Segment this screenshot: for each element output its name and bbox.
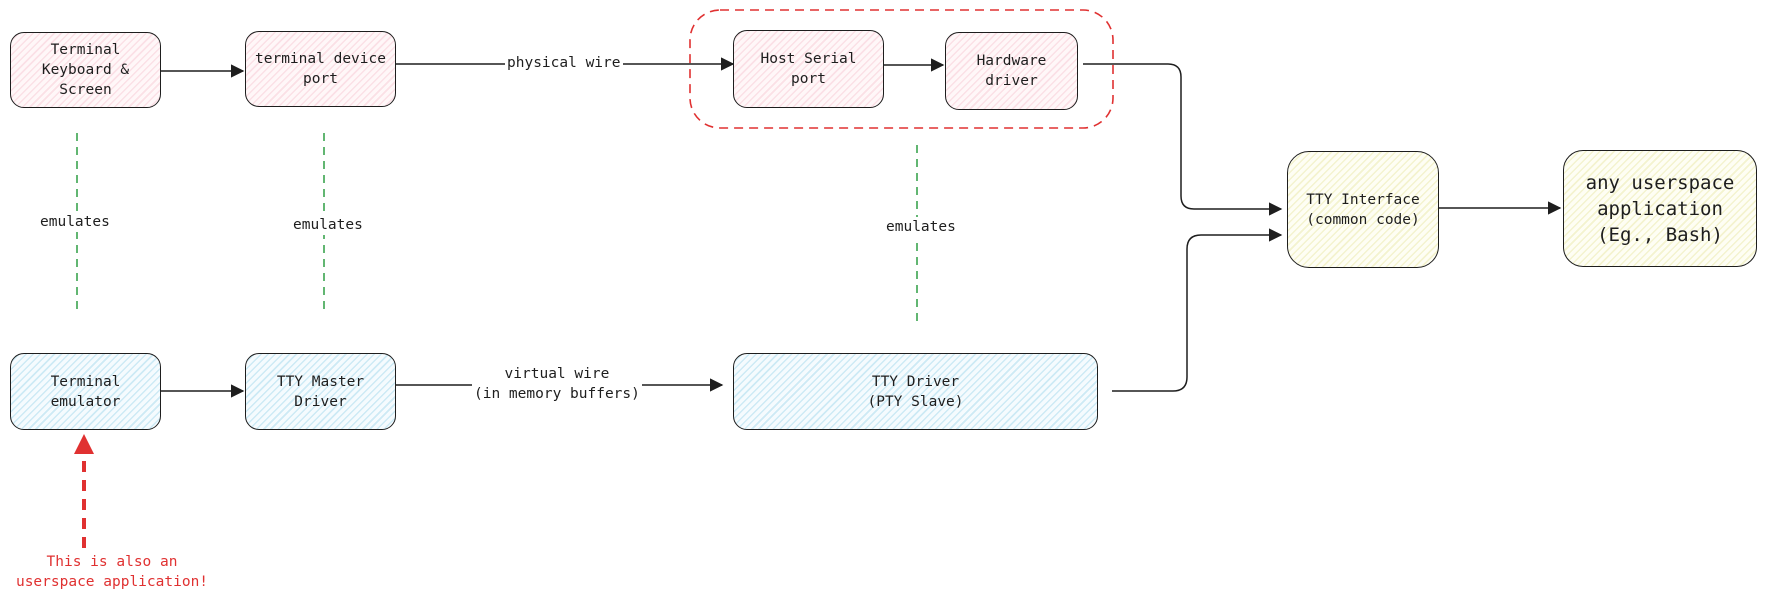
label-emulates-device-port: emulates — [291, 215, 365, 235]
node-hardware-driver: Hardware driver — [945, 32, 1078, 110]
node-tty-master-driver: TTY Master Driver — [245, 353, 396, 430]
userspace-application-note: This is also an userspace application! — [15, 554, 209, 590]
node-tty-driver-pty-slave: TTY Driver (PTY Slave) — [733, 353, 1098, 430]
node-any-userspace-application: any userspace application (Eg., Bash) — [1563, 150, 1757, 267]
label-virtual-wire: virtual wire (in memory buffers) — [472, 364, 642, 404]
node-host-serial-port: Host Serial port — [733, 30, 884, 108]
label-emulates-terminal: emulates — [38, 212, 112, 232]
node-terminal-emulator: Terminal emulator — [10, 353, 161, 430]
label-physical-wire: physical wire — [505, 53, 623, 73]
node-tty-interface: TTY Interface (common code) — [1287, 151, 1439, 268]
node-terminal-device-port: terminal device port — [245, 31, 396, 107]
label-emulates-hardware: emulates — [884, 217, 958, 237]
node-terminal-keyboard-screen: Terminal Keyboard & Screen — [10, 32, 161, 108]
edge-pty-slave-to-tty-interface — [1112, 228, 1283, 392]
edge-hardware-driver-to-tty-interface — [1083, 63, 1283, 216]
hardware-group-highlight — [689, 9, 1114, 129]
